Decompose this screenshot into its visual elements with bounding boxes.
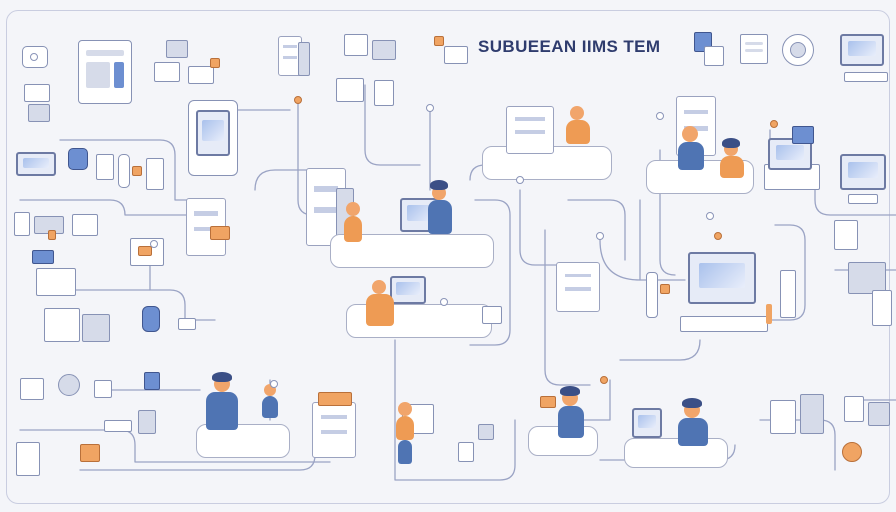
left-bottom-row bbox=[16, 410, 176, 480]
left-monitors-row bbox=[16, 148, 120, 182]
right-tall-tools bbox=[646, 272, 674, 322]
connector-node bbox=[270, 380, 278, 388]
left-cylinders bbox=[118, 150, 168, 192]
connector-node bbox=[426, 104, 434, 112]
connector-node bbox=[516, 176, 524, 184]
center-device-block bbox=[556, 262, 604, 316]
illustration-frame bbox=[6, 10, 890, 504]
bottom-right-workstation bbox=[624, 394, 734, 474]
tablet-document-icon bbox=[78, 40, 134, 106]
top-right-workstation bbox=[646, 96, 766, 206]
center-right-computer bbox=[680, 250, 776, 338]
bottom-right-documents bbox=[770, 394, 830, 446]
connector-node bbox=[440, 298, 448, 306]
central-workstation-upper bbox=[330, 176, 500, 272]
top-center-workstation bbox=[482, 92, 618, 184]
desk-equipment-top bbox=[334, 34, 404, 106]
left-boxes-stack bbox=[24, 84, 60, 124]
right-monitor-large bbox=[764, 124, 824, 194]
left-control-box bbox=[30, 250, 80, 298]
server-pair-top-right bbox=[694, 32, 728, 68]
connector-node bbox=[656, 112, 664, 120]
bottom-center-parts bbox=[458, 424, 498, 470]
globe-icon bbox=[782, 34, 822, 68]
left-device-panel bbox=[14, 210, 104, 240]
target-icon bbox=[22, 42, 54, 70]
connector-node bbox=[770, 120, 778, 128]
diagram-title: SUBUEEAN IIMS TEM bbox=[478, 37, 661, 56]
computer-top-right bbox=[840, 34, 892, 86]
connector-node bbox=[150, 240, 158, 248]
left-small-tools bbox=[138, 304, 202, 338]
left-workstation-chair bbox=[130, 228, 170, 272]
left-lab-machine bbox=[44, 306, 114, 346]
connector-node bbox=[706, 212, 714, 220]
bottom-center-workstation bbox=[528, 386, 608, 470]
connector-node bbox=[714, 232, 722, 240]
bottom-left-workstation bbox=[196, 372, 296, 468]
server-boxes bbox=[152, 40, 232, 90]
printer-icon bbox=[434, 36, 470, 66]
notepad-icon bbox=[740, 34, 770, 66]
left-server-equipment bbox=[186, 198, 238, 260]
rack-units bbox=[278, 36, 314, 82]
connector-node bbox=[596, 232, 604, 240]
bottom-right-corner-devices bbox=[838, 396, 894, 472]
central-workstation-lower bbox=[346, 264, 502, 348]
right-desktop bbox=[838, 152, 890, 208]
bottom-printer-machine bbox=[312, 392, 364, 462]
bottom-standing-worker bbox=[388, 392, 448, 468]
right-column-units bbox=[780, 270, 802, 322]
left-kiosk-monitor bbox=[188, 100, 240, 178]
left-bottom-gadgets bbox=[20, 370, 170, 406]
right-lab-equipment bbox=[828, 220, 894, 330]
connector-node bbox=[294, 96, 302, 104]
connector-node bbox=[600, 376, 608, 384]
